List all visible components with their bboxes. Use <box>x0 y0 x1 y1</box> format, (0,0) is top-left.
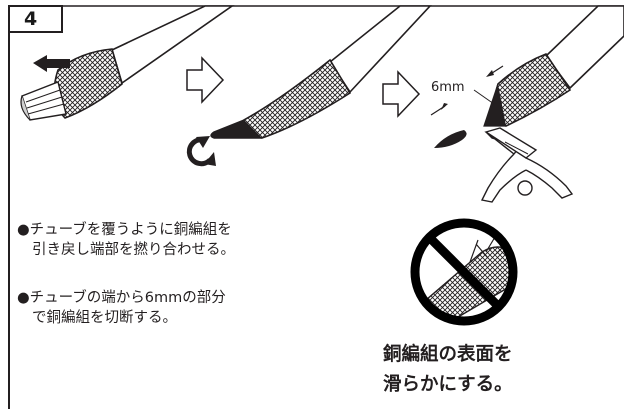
cable-panel-2 <box>210 5 432 139</box>
instruction-note-2-line-2: で銅編組を切断する。 <box>32 310 177 326</box>
instruction-note-2: ●チューブの端から6mmの部分 で銅編組を切断する。 <box>17 288 226 328</box>
instruction-note-2-line-1: ●チューブの端から6mmの部分 <box>17 290 226 306</box>
frame-left-rule <box>8 5 10 409</box>
cable-panel-1 <box>20 5 235 121</box>
instruction-note-1-line-2: 引き戻し端部を撚り合わせる。 <box>32 242 235 258</box>
pull-back-arrow-icon <box>33 55 70 72</box>
smooth-surface-sign <box>410 218 518 326</box>
caption-line-1: 銅編組の表面を <box>383 344 513 365</box>
step-number-badge: 4 <box>8 5 63 33</box>
cable-tube-2 <box>328 5 432 94</box>
prohibition-circle-icon <box>410 218 518 326</box>
next-step-arrow-icon <box>186 56 225 104</box>
next-step-arrow-icon-2 <box>382 70 421 118</box>
measurement-arrows <box>430 65 504 116</box>
cable-panel-3 <box>434 5 624 148</box>
instruction-note-1: ●チューブを覆うように銅編組を 引き戻し端部を撚り合わせる。 <box>17 220 235 260</box>
braid-covering-tube <box>243 58 352 139</box>
measurement-label: 6mm <box>431 80 465 95</box>
smooth-surface-caption: 銅編組の表面を 滑らかにする。 <box>383 340 513 400</box>
prohibition-slash-icon <box>426 234 502 310</box>
cut-off-piece <box>434 130 467 148</box>
twisted-braid-end <box>210 119 262 139</box>
cutting-nippers-icon <box>480 127 574 203</box>
instruction-note-1-line-1: ●チューブを覆うように銅編組を <box>17 222 232 238</box>
caption-line-2: 滑らかにする。 <box>383 374 513 395</box>
twist-arrow-icon <box>186 136 216 167</box>
